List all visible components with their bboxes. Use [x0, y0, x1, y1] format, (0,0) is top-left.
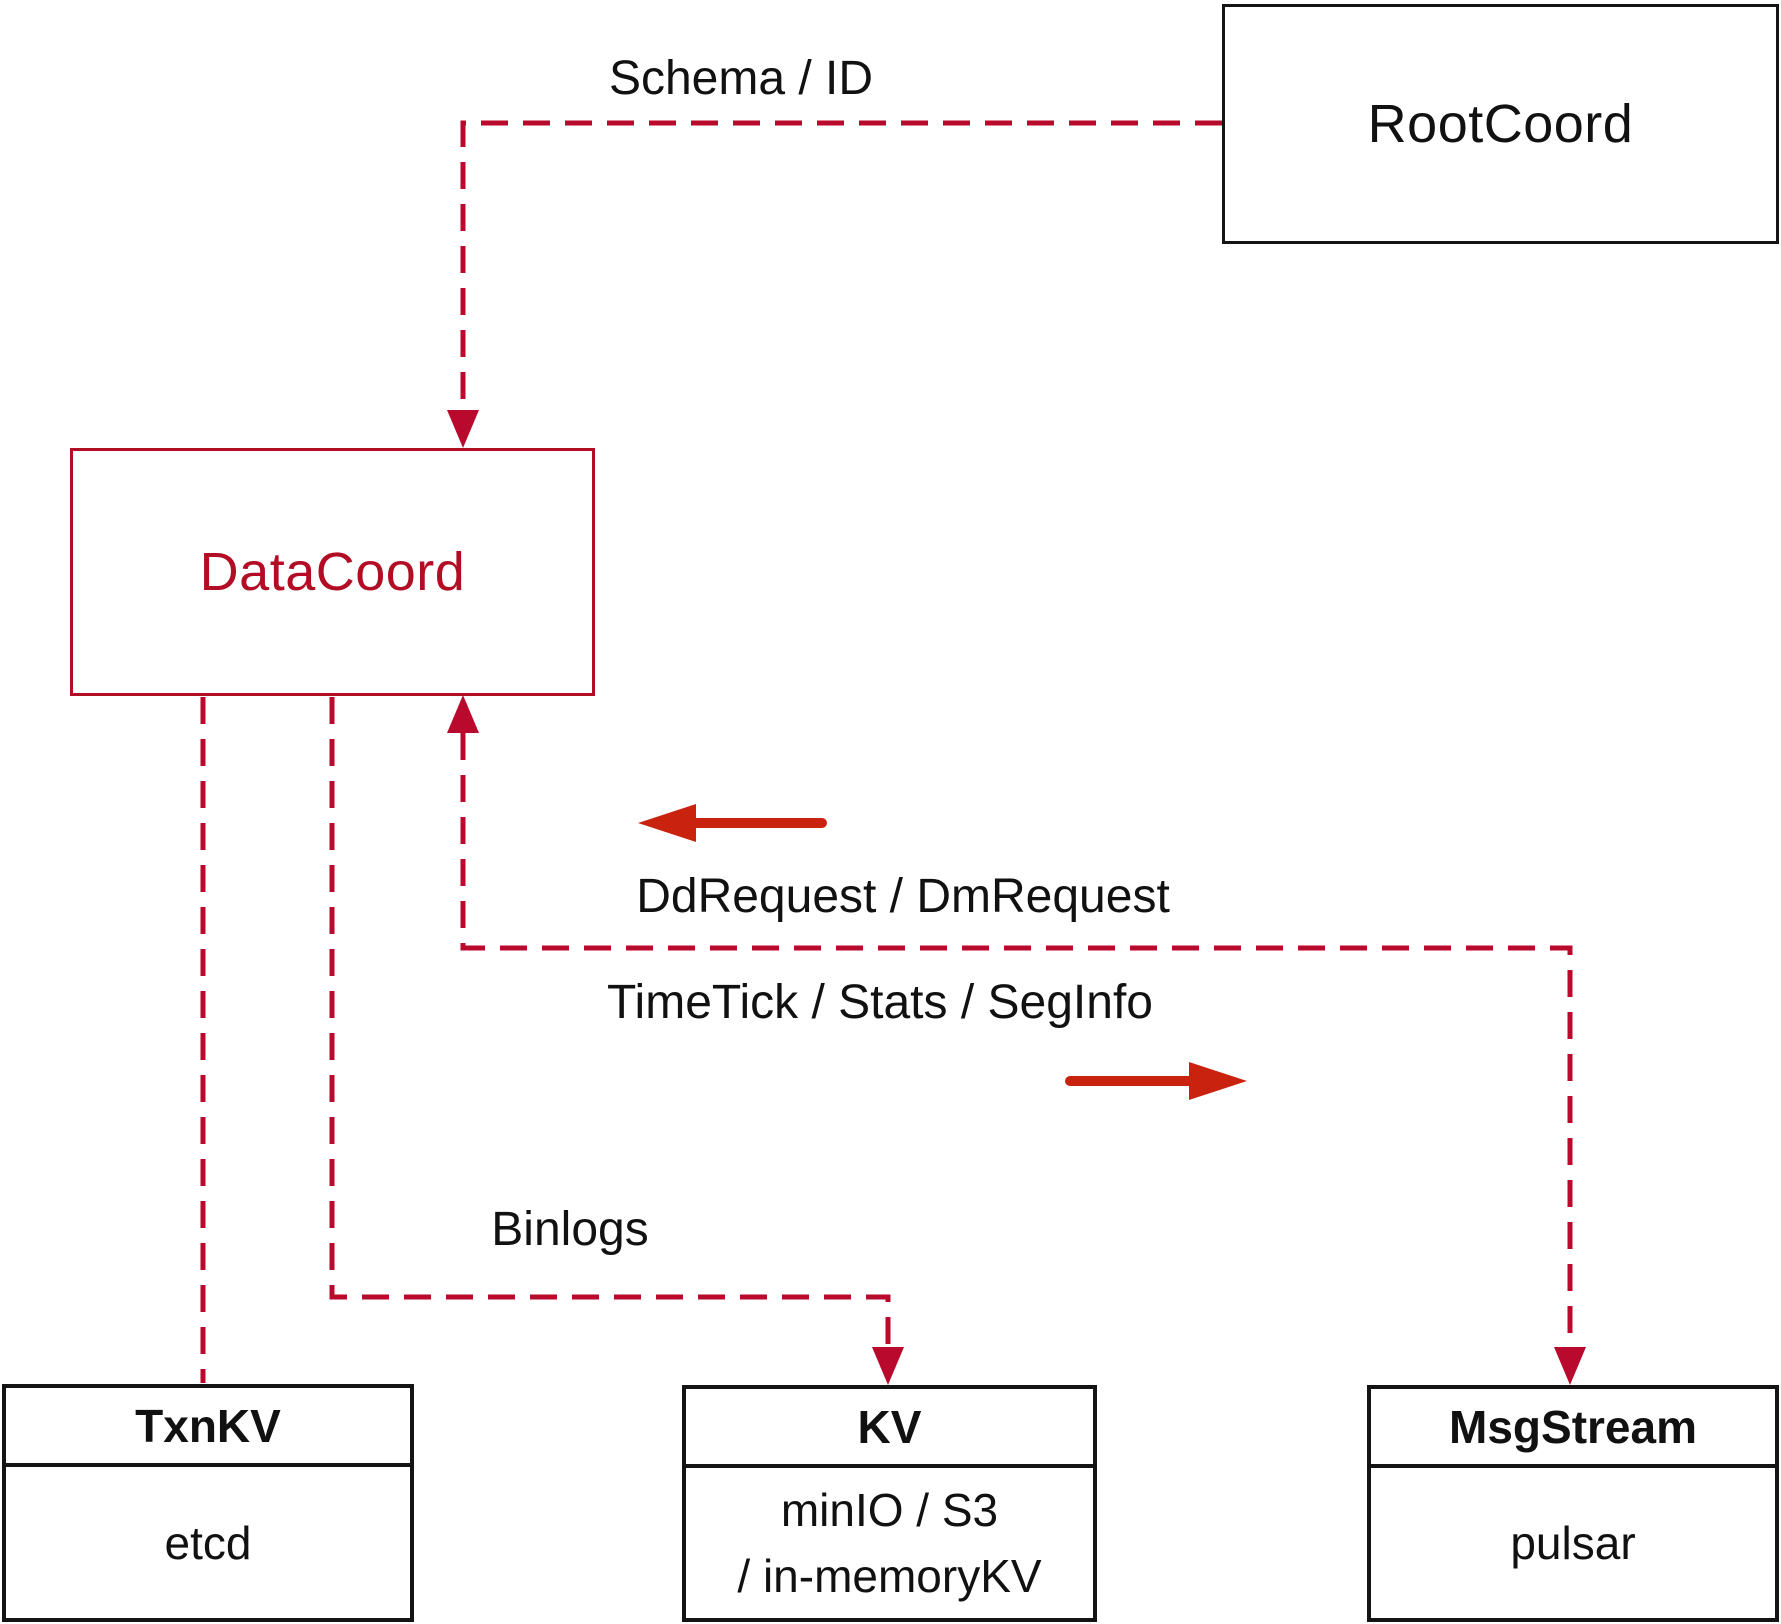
msgstream-node: MsgStream pulsar: [1367, 1385, 1779, 1622]
kv-body: minIO / S3 / in-memoryKV: [686, 1468, 1093, 1618]
edge-rootcoord-to-datacoord: [460, 120, 1222, 410]
rootcoord-label: RootCoord: [1367, 94, 1634, 154]
left-direction-arrow-head: [638, 804, 696, 842]
edge-datacoord-to-kv: [329, 697, 891, 1347]
txnkv-body-label: etcd: [164, 1516, 252, 1569]
msgstream-body: pulsar: [1371, 1468, 1775, 1618]
datacoord-node: DataCoord: [70, 448, 595, 696]
txnkv-body: etcd: [6, 1467, 410, 1618]
timetick-stats-seginfo-label: TimeTick / Stats / SegInfo: [607, 976, 1153, 1029]
msgstream-body-label: pulsar: [1510, 1517, 1636, 1569]
kv-node: KV minIO / S3 / in-memoryKV: [682, 1385, 1097, 1622]
binlogs-label: Binlogs: [491, 1203, 649, 1256]
msgstream-header-label: MsgStream: [1449, 1400, 1697, 1453]
arrowhead-into-datacoord-bottom: [447, 695, 479, 733]
arrowhead-into-kv-top: [872, 1347, 904, 1385]
dd-dm-request-label: DdRequest / DmRequest: [636, 870, 1170, 923]
txnkv-node: TxnKV etcd: [2, 1384, 414, 1622]
arrowhead-into-datacoord-top: [447, 410, 479, 448]
msgstream-header: MsgStream: [1371, 1389, 1775, 1468]
datacoord-label: DataCoord: [199, 542, 466, 602]
txnkv-header-label: TxnKV: [135, 1399, 281, 1452]
schema-id-label: Schema / ID: [608, 52, 874, 105]
rootcoord-node: RootCoord: [1222, 4, 1779, 244]
arrowhead-into-msgstream-top: [1554, 1347, 1586, 1385]
edge-datacoord-msgstream-bus: [460, 733, 1573, 1347]
kv-body-line1: minIO / S3: [780, 1484, 999, 1536]
txnkv-header: TxnKV: [6, 1388, 410, 1467]
kv-header: KV: [686, 1389, 1093, 1468]
kv-header-label: KV: [857, 1400, 922, 1453]
right-direction-arrow-head: [1189, 1062, 1247, 1100]
kv-body-line2: / in-memoryKV: [737, 1550, 1042, 1602]
